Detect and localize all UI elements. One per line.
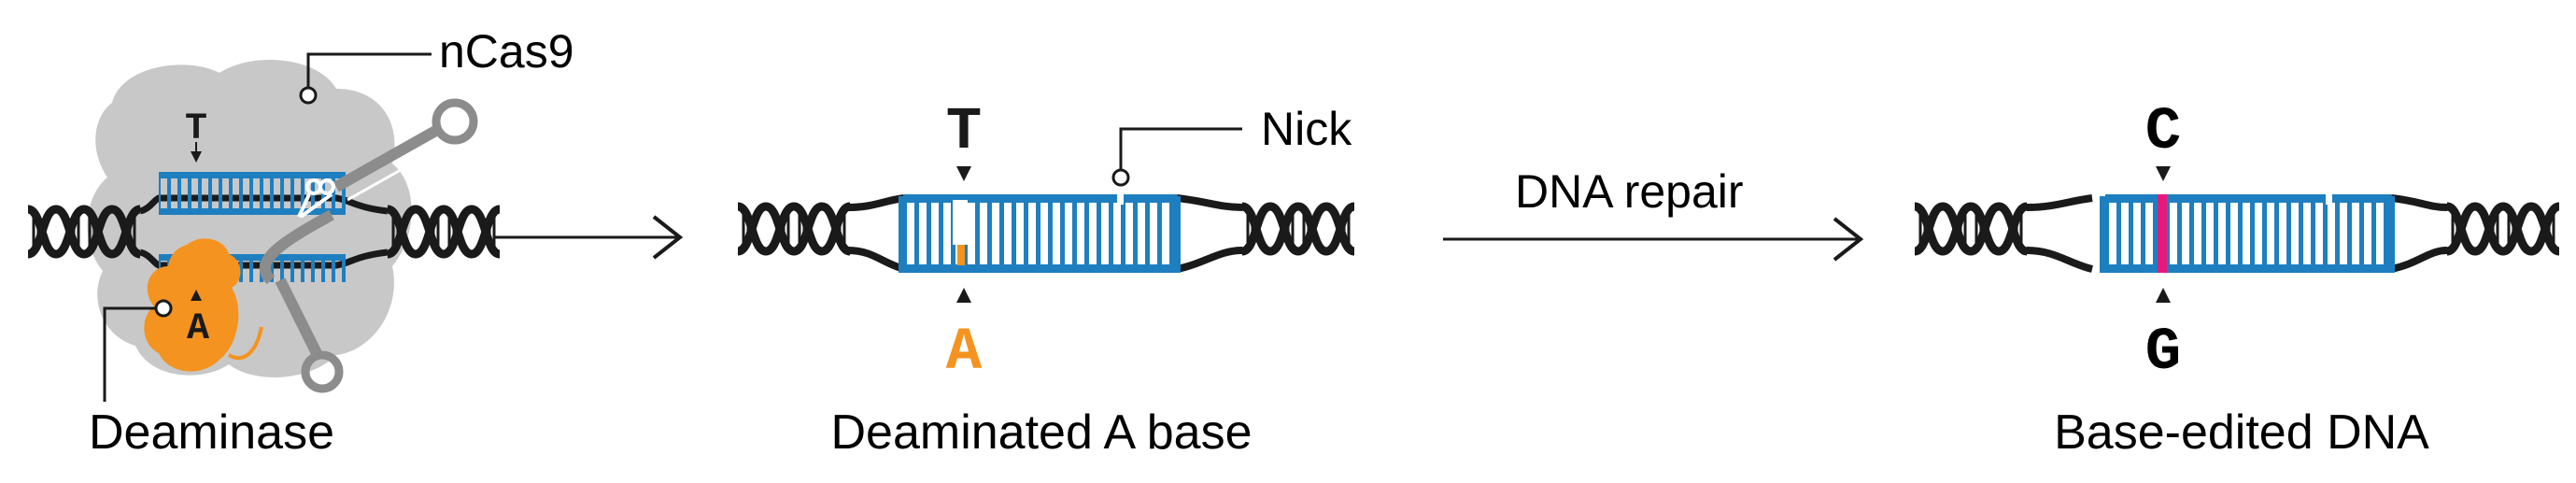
deaminase-label: Deaminase [89,405,334,460]
scissors-icon [297,178,335,219]
base-top-3: C [2145,99,2181,166]
base-bottom-1: A [187,308,209,350]
base-bottom-3: G [2145,320,2181,387]
dna-helix-right-2 [1242,206,1354,251]
panel-editor-complex: T A nCas9 Deaminase [28,25,574,460]
deaminase-enzyme-shape [144,238,241,372]
base-top-2: T [946,99,982,166]
panel-edited-dna: C G Base-edited DNA [1915,99,2559,460]
dna-helix-right-3 [2447,206,2559,251]
dna-helix-left-2 [738,206,850,251]
base-bottom-2: A [946,320,983,387]
edited-caption: Base-edited DNA [2054,405,2429,460]
ncas9-protein-shape [87,59,412,377]
panel-deaminated-dna: T A Nick Deaminated A base [738,99,1354,460]
ncas9-callout: nCas9 [299,25,574,105]
arrow-icon [495,215,684,260]
guide-rna [259,98,478,393]
dna-repair-arrow: DNA repair [1443,165,1864,262]
nick-callout: Nick [1111,103,1352,187]
dna-helix-left-3 [1915,206,2027,251]
dna-repair-label: DNA repair [1515,165,1744,218]
ncas9-label: nCas9 [439,25,574,78]
dna-helix-right-1 [388,209,500,254]
nick-label: Nick [1261,103,1352,155]
deaminase-callout [103,299,173,402]
dna-helix-left-1 [28,209,140,254]
deaminated-caption: Deaminated A base [831,405,1253,460]
